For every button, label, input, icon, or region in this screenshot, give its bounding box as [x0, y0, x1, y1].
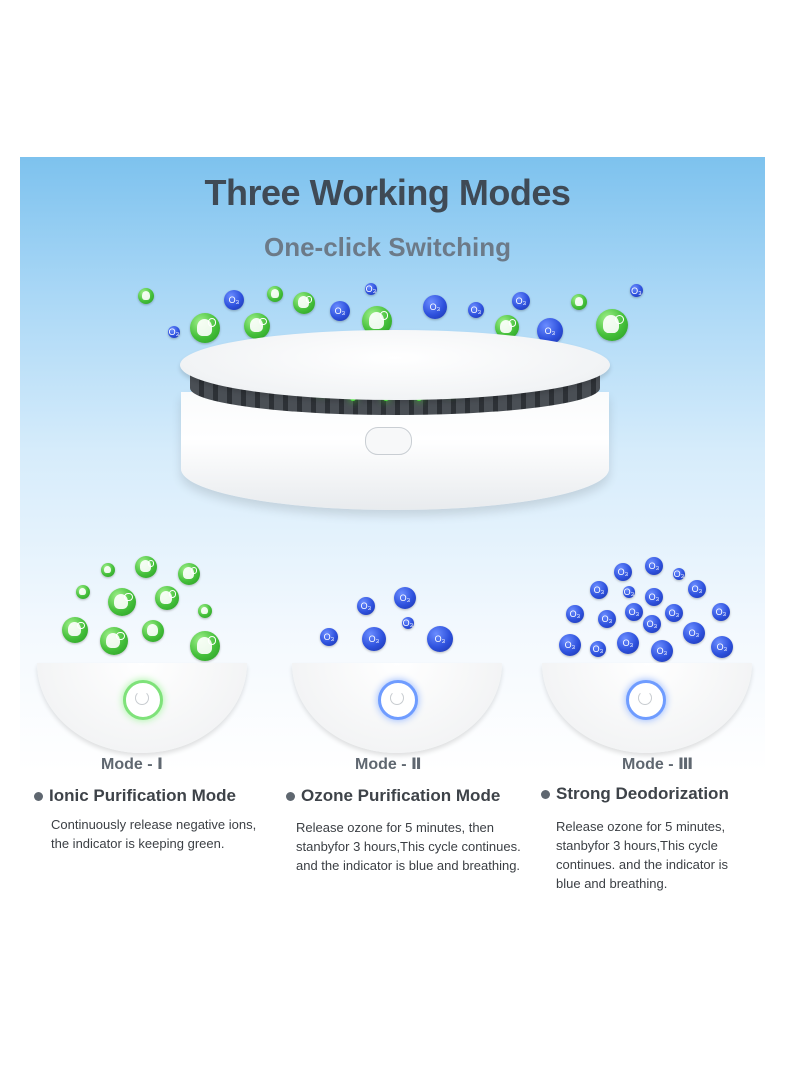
mode-1-description: Continuously release negative ions, the …	[51, 817, 257, 851]
negative-ion-icon	[571, 294, 587, 310]
mode-3-label: Mode - Ⅲ	[622, 756, 694, 773]
ozone-icon: O₃	[651, 640, 673, 662]
ozone-icon: O₃	[320, 628, 338, 646]
ozone-icon: O₃	[643, 615, 661, 633]
bullet-icon	[541, 790, 550, 800]
negative-ion-icon	[101, 563, 115, 577]
ozone-icon: O₃	[365, 283, 377, 295]
bullet-icon	[286, 792, 295, 802]
negative-ion-icon	[596, 309, 628, 341]
negative-ion-icon	[62, 617, 88, 643]
negative-ion-icon	[138, 288, 154, 304]
ozone-icon: O₃	[468, 302, 484, 318]
negative-ion-icon	[190, 313, 220, 343]
mode-switch-button[interactable]	[365, 427, 412, 455]
ozone-icon: O₃	[512, 292, 530, 310]
mode-3-title: Strong Deodorization	[541, 784, 729, 804]
negative-ion-icon	[155, 586, 179, 610]
page-subtitle: One-click Switching	[263, 232, 512, 262]
ozone-icon: O₃	[362, 627, 386, 651]
mode-1-title: Ionic Purification Mode	[34, 786, 236, 806]
ozone-icon: O₃	[645, 588, 663, 606]
mode-2-description: Release ozone for 5 minutes, then stanby…	[296, 820, 521, 873]
mode-3-power-indicator[interactable]	[626, 680, 666, 720]
ozone-icon: O₃	[330, 301, 350, 321]
ozone-icon: O₃	[688, 580, 706, 598]
mode-2-power-indicator[interactable]	[378, 680, 418, 720]
negative-ion-icon	[267, 286, 283, 302]
ozone-icon: O₃	[566, 605, 584, 623]
ozone-icon: O₃	[559, 634, 581, 656]
mode-2-title: Ozone Purification Mode	[286, 786, 500, 806]
ozone-icon: O₃	[665, 604, 683, 622]
negative-ion-icon	[178, 563, 200, 585]
ozone-icon: O₃	[711, 636, 733, 658]
power-icon	[638, 691, 652, 705]
ozone-icon: O₃	[590, 581, 608, 599]
ozone-icon: O₃	[645, 557, 663, 575]
ozone-icon: O₃	[598, 610, 616, 628]
ozone-icon: O₃	[630, 284, 643, 297]
negative-ion-icon	[108, 588, 136, 616]
negative-ion-icon	[293, 292, 315, 314]
ozone-icon: O₃	[712, 603, 730, 621]
mode-2-label: Mode - Ⅱ	[355, 756, 422, 773]
negative-ion-icon	[244, 313, 270, 339]
negative-ion-icon	[142, 620, 164, 642]
ozone-icon: O₃	[168, 326, 180, 338]
ozone-icon: O₃	[224, 290, 244, 310]
bullet-icon	[34, 792, 43, 802]
ozone-icon: O₃	[590, 641, 606, 657]
negative-ion-icon	[100, 627, 128, 655]
ozone-icon: O₃	[427, 626, 453, 652]
ozone-icon: O₃	[623, 586, 635, 598]
ozone-icon: O₃	[614, 563, 632, 581]
ozone-icon: O₃	[402, 617, 414, 629]
mode-1-power-indicator[interactable]	[123, 680, 163, 720]
ozone-icon: O₃	[394, 587, 416, 609]
negative-ion-icon	[76, 585, 90, 599]
mode-3-description: Release ozone for 5 minutes, stanbyfor 3…	[556, 819, 728, 891]
power-icon	[135, 691, 149, 705]
ozone-icon: O₃	[617, 632, 639, 654]
page-title: Three Working Modes	[204, 172, 571, 213]
mode-1-label: Mode - Ⅰ	[101, 756, 163, 773]
ozone-icon: O₃	[683, 622, 705, 644]
negative-ion-icon	[135, 556, 157, 578]
ozone-icon: O₃	[423, 295, 447, 319]
ozone-icon: O₃	[625, 603, 643, 621]
negative-ion-icon	[190, 631, 220, 661]
negative-ion-icon	[198, 604, 212, 618]
ozone-icon: O₃	[357, 597, 375, 615]
device-lid	[180, 330, 610, 400]
power-icon	[390, 691, 404, 705]
ozone-icon: O₃	[673, 568, 685, 580]
